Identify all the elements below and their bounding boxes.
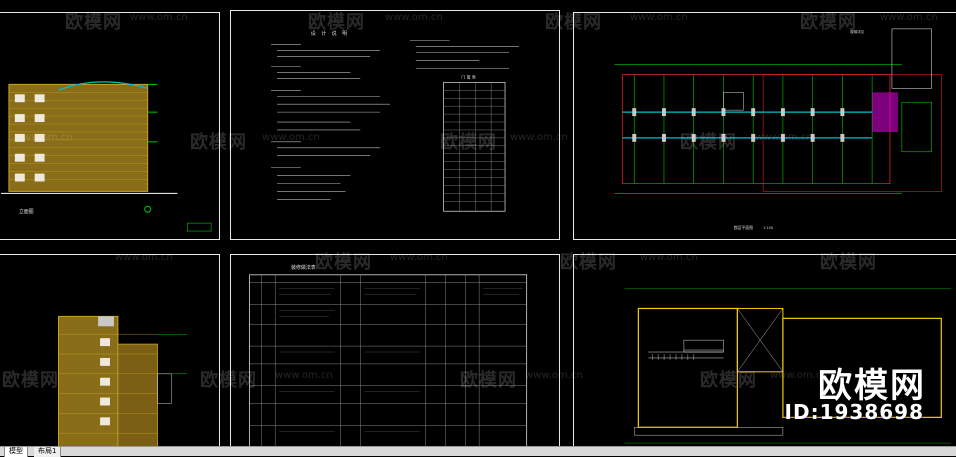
tab-layout-1[interactable]: 布局1	[34, 447, 62, 457]
cad-drawing-canvas[interactable]: 立面图 设 计 说 明 门 窗 表	[0, 0, 956, 446]
svg-text:设 计 说 明: 设 计 说 明	[311, 30, 349, 37]
sheet-design-notes[interactable]: 设 计 说 明 门 窗 表	[230, 10, 560, 240]
tab-model[interactable]: 模型	[4, 447, 28, 457]
sheet-elevation-bottom[interactable]	[0, 254, 220, 446]
floor-plan-drawing: 首层平面图 1:100 楼梯详见	[614, 28, 942, 230]
svg-text:门 窗 表: 门 窗 表	[461, 74, 475, 79]
svg-text:首层平面图: 首层平面图	[733, 225, 753, 230]
svg-text:立面图: 立面图	[19, 208, 34, 215]
sheet-elevation-top[interactable]: 立面图	[0, 12, 220, 240]
layout-tab-bar: 模型 布局1	[0, 446, 956, 457]
elevation-bottom-drawing	[58, 315, 188, 446]
design-notes-drawing: 设 计 说 明 门 窗 表	[271, 30, 519, 212]
site-badge-logo: 欧模网	[818, 366, 926, 406]
elevation-top-drawing: 立面图	[0, 81, 212, 232]
finish-table-drawing: 装修做法表	[249, 264, 528, 446]
svg-text:1:100: 1:100	[763, 226, 773, 230]
roof-plan-drawing	[624, 288, 952, 444]
sheet-roof-plan[interactable]	[573, 254, 956, 446]
sheet-floor-plan[interactable]: 首层平面图 1:100 楼梯详见	[573, 12, 956, 240]
svg-text:装修做法表: 装修做法表	[291, 264, 316, 271]
svg-text:楼梯详见: 楼梯详见	[850, 29, 864, 34]
sheet-finish-table[interactable]: 装修做法表	[230, 254, 560, 446]
site-badge-id: ID:1938698	[784, 400, 924, 424]
